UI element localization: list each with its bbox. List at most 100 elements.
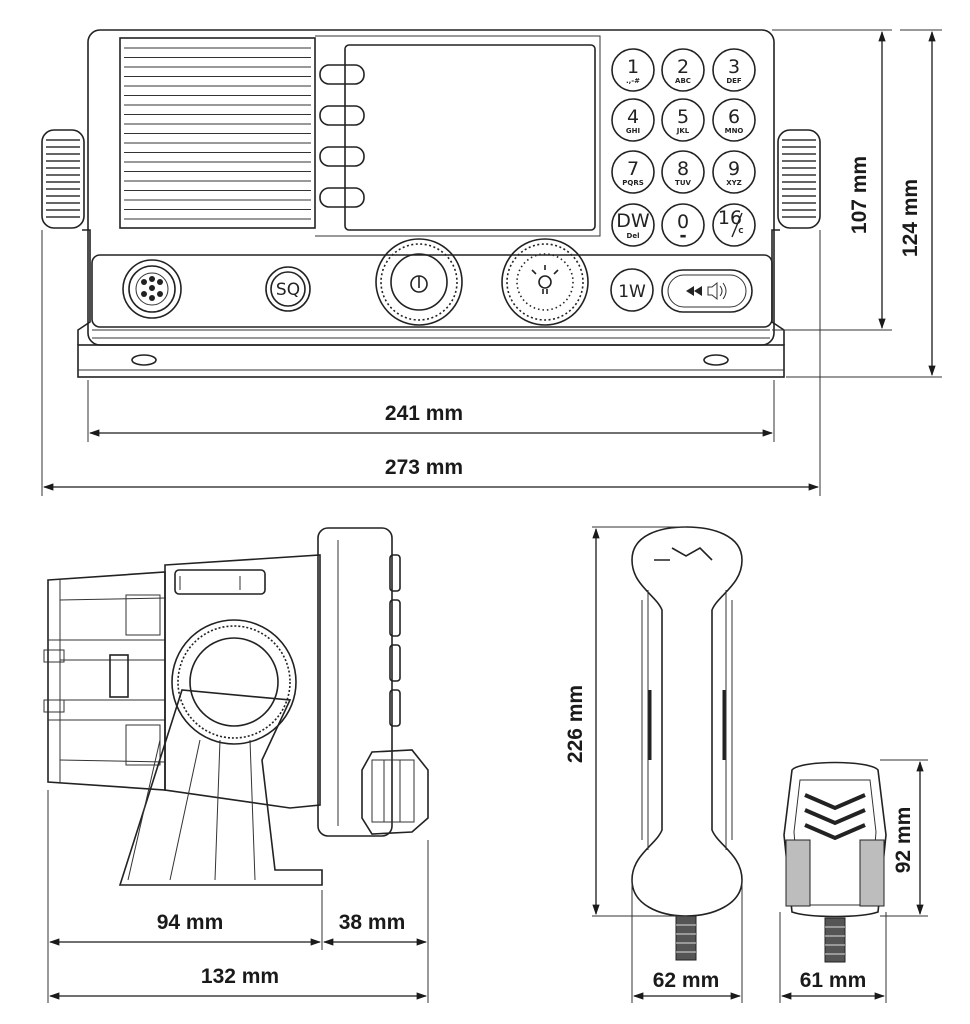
dim-depth-total: 132 mm bbox=[48, 965, 428, 1000]
keypad-key-label: 5 bbox=[677, 106, 689, 128]
display-screen bbox=[344, 44, 596, 231]
keypad-key-sublabel: MNO bbox=[725, 127, 744, 135]
keypad-key-11[interactable]: 0▬ bbox=[661, 203, 705, 247]
radio-housing bbox=[87, 29, 775, 346]
mic-height-label: 92 mm bbox=[892, 807, 915, 874]
side-main-body bbox=[164, 554, 321, 809]
keypad-key-12[interactable]: 16C bbox=[712, 203, 756, 247]
height-inner-label: 107 mm bbox=[848, 156, 871, 234]
handset: 226 mm 62 mm bbox=[564, 526, 743, 1003]
dim-depth-main: 94 mm bbox=[48, 911, 322, 946]
handset-width-label: 62 mm bbox=[653, 969, 720, 992]
soft-key-2[interactable] bbox=[319, 105, 365, 126]
keypad-key-label: 0 bbox=[677, 211, 689, 233]
side-view: 94 mm 38 mm 132 mm bbox=[43, 527, 429, 1003]
side-knob[interactable] bbox=[171, 619, 297, 745]
keypad-key-label: 4 bbox=[627, 106, 639, 128]
depth-total-label: 132 mm bbox=[201, 965, 279, 988]
keypad-key-sublabel: TUV bbox=[675, 179, 691, 187]
speaker-grille bbox=[124, 47, 311, 220]
microphone-body bbox=[783, 761, 887, 918]
height-outer-label: 124 mm bbox=[899, 179, 922, 257]
keypad-key-label: 1 bbox=[627, 56, 639, 78]
width-outer-label: 273 mm bbox=[385, 456, 463, 479]
power-volume-knob[interactable] bbox=[375, 238, 463, 326]
dimmer-knob[interactable] bbox=[501, 238, 589, 326]
dim-handset-width: 62 mm bbox=[632, 969, 742, 1000]
keypad-key-sublabel: PQRS bbox=[622, 179, 644, 187]
keypad-key-label: DW bbox=[616, 210, 650, 232]
microphone-chevrons bbox=[804, 793, 866, 841]
keypad-key-sublabel: GHI bbox=[626, 127, 640, 135]
dim-height-inner: 107 mm bbox=[772, 29, 892, 331]
keypad-key-sublabel: JKL bbox=[676, 127, 690, 135]
soft-key-1[interactable] bbox=[319, 64, 365, 85]
dim-width-inner: 241 mm bbox=[87, 380, 775, 442]
side-front-knob[interactable] bbox=[361, 749, 429, 835]
soft-key-4[interactable] bbox=[319, 187, 365, 208]
keypad-key-label: 16 bbox=[718, 207, 742, 229]
dim-handset-length: 226 mm bbox=[564, 527, 600, 916]
microphone-cable bbox=[824, 917, 846, 963]
side-handle-slot bbox=[174, 569, 266, 595]
side-knob-right[interactable] bbox=[777, 129, 821, 229]
dim-depth-front: 38 mm bbox=[322, 911, 428, 946]
keypad-key-sublabel: ABC bbox=[675, 77, 691, 85]
keypad-key-sublabel: Del bbox=[627, 232, 640, 240]
base-mount-hole-left bbox=[131, 354, 157, 366]
speaker-icon bbox=[707, 281, 727, 301]
sq-button-label: SQ bbox=[276, 280, 300, 300]
keypad-key-label: 6 bbox=[728, 106, 740, 128]
volume-rocker[interactable] bbox=[661, 269, 753, 313]
brightness-icon bbox=[531, 265, 559, 294]
depth-main-label: 94 mm bbox=[157, 911, 224, 934]
keypad-key-label: 3 bbox=[728, 56, 740, 78]
keypad-key-label: 7 bbox=[627, 158, 639, 180]
handset-groove bbox=[654, 547, 713, 561]
one-watt-button[interactable]: 1W bbox=[610, 268, 654, 312]
dim-mic-height: 92 mm bbox=[892, 760, 924, 916]
keypad-key-sublabel: C bbox=[738, 227, 743, 235]
one-watt-label: 1W bbox=[618, 282, 646, 302]
soft-key-3[interactable] bbox=[319, 146, 365, 167]
width-inner-label: 241 mm bbox=[385, 402, 463, 425]
handset-length-label: 226 mm bbox=[564, 685, 587, 763]
keypad-key-1[interactable]: 1.,-# bbox=[611, 48, 655, 92]
rear-heatsink bbox=[47, 571, 166, 791]
side-knob-left[interactable] bbox=[41, 129, 85, 229]
keypad-key-label: 8 bbox=[677, 158, 689, 180]
keypad-key-sublabel: DEF bbox=[726, 77, 742, 85]
side-front-panel bbox=[317, 527, 393, 837]
dim-mic-width: 61 mm bbox=[780, 969, 886, 1000]
keypad-key-sublabel: .,-# bbox=[626, 77, 640, 85]
dim-width-outer: 273 mm bbox=[41, 230, 821, 496]
front-view: 1.,-#2ABC3DEF4GHI5JKL6MNO7PQRS8TUV9XYZDW… bbox=[41, 29, 942, 496]
keypad-key-sublabel: XYZ bbox=[726, 179, 742, 187]
keypad-key-sublabel: ▬ bbox=[680, 232, 687, 240]
handset-cable bbox=[675, 915, 697, 961]
sq-button[interactable]: SQ bbox=[265, 266, 311, 312]
mic-width-label: 61 mm bbox=[800, 969, 867, 992]
mounting-base bbox=[77, 344, 785, 378]
rewind-icon bbox=[686, 286, 702, 296]
keypad: 1.,-#2ABC3DEF4GHI5JKL6MNO7PQRS8TUV9XYZDW… bbox=[611, 48, 756, 247]
microphone: 92 mm 61 mm bbox=[779, 759, 928, 1003]
control-strip bbox=[91, 254, 773, 328]
base-mount-hole-right bbox=[703, 354, 729, 366]
side-bracket bbox=[118, 689, 323, 886]
keypad-key-label: 9 bbox=[728, 158, 740, 180]
keypad-key-label: 2 bbox=[677, 56, 689, 78]
depth-front-label: 38 mm bbox=[339, 911, 406, 934]
dim-height-outer: 124 mm bbox=[786, 29, 942, 378]
mic-connector bbox=[122, 259, 182, 319]
